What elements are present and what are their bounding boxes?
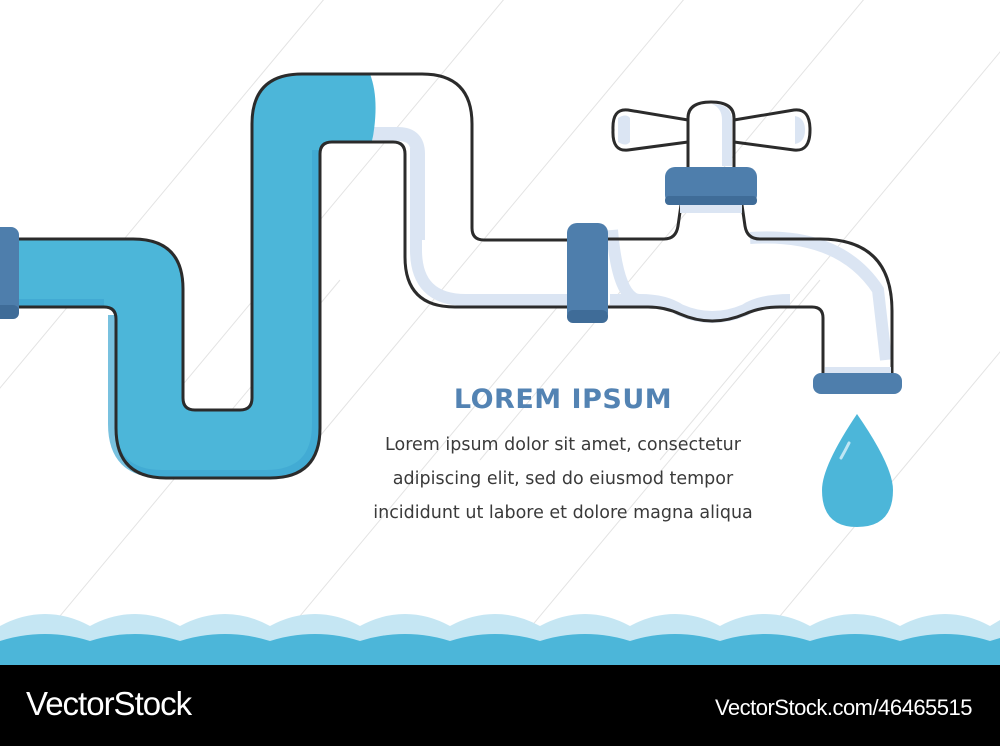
water-pipe-icon bbox=[0, 74, 425, 478]
waves-icon bbox=[0, 614, 1000, 665]
pipe-outline bbox=[18, 72, 894, 480]
spout-nozzle bbox=[813, 373, 902, 394]
headline: LOREM IPSUM bbox=[453, 384, 673, 415]
brand-logo: VectorStock bbox=[26, 685, 192, 722]
image-reference: VectorStock.com/46465515 bbox=[714, 695, 973, 720]
pipe-shadow bbox=[410, 148, 892, 361]
faucet-handle-icon bbox=[618, 104, 805, 166]
body-text: Lorem ipsum dolor sit amet, consectetur … bbox=[340, 428, 786, 530]
body-line: adipiscing elit, sed do eiusmod tempor bbox=[392, 469, 734, 489]
body-line: incididunt ut labore et dolore magna ali… bbox=[373, 503, 753, 523]
water-drop-icon bbox=[822, 414, 893, 527]
pipe-couplings bbox=[0, 167, 902, 394]
faucet-nut bbox=[665, 167, 757, 205]
middle-coupling bbox=[567, 223, 608, 323]
left-coupling bbox=[0, 227, 19, 319]
footer-bar: VectorStock VectorStock.com/46465515 bbox=[0, 665, 1000, 746]
illustration-canvas: LOREM IPSUM Lorem ipsum dolor sit amet, … bbox=[0, 0, 1000, 665]
body-line: Lorem ipsum dolor sit amet, consectetur bbox=[385, 435, 741, 455]
